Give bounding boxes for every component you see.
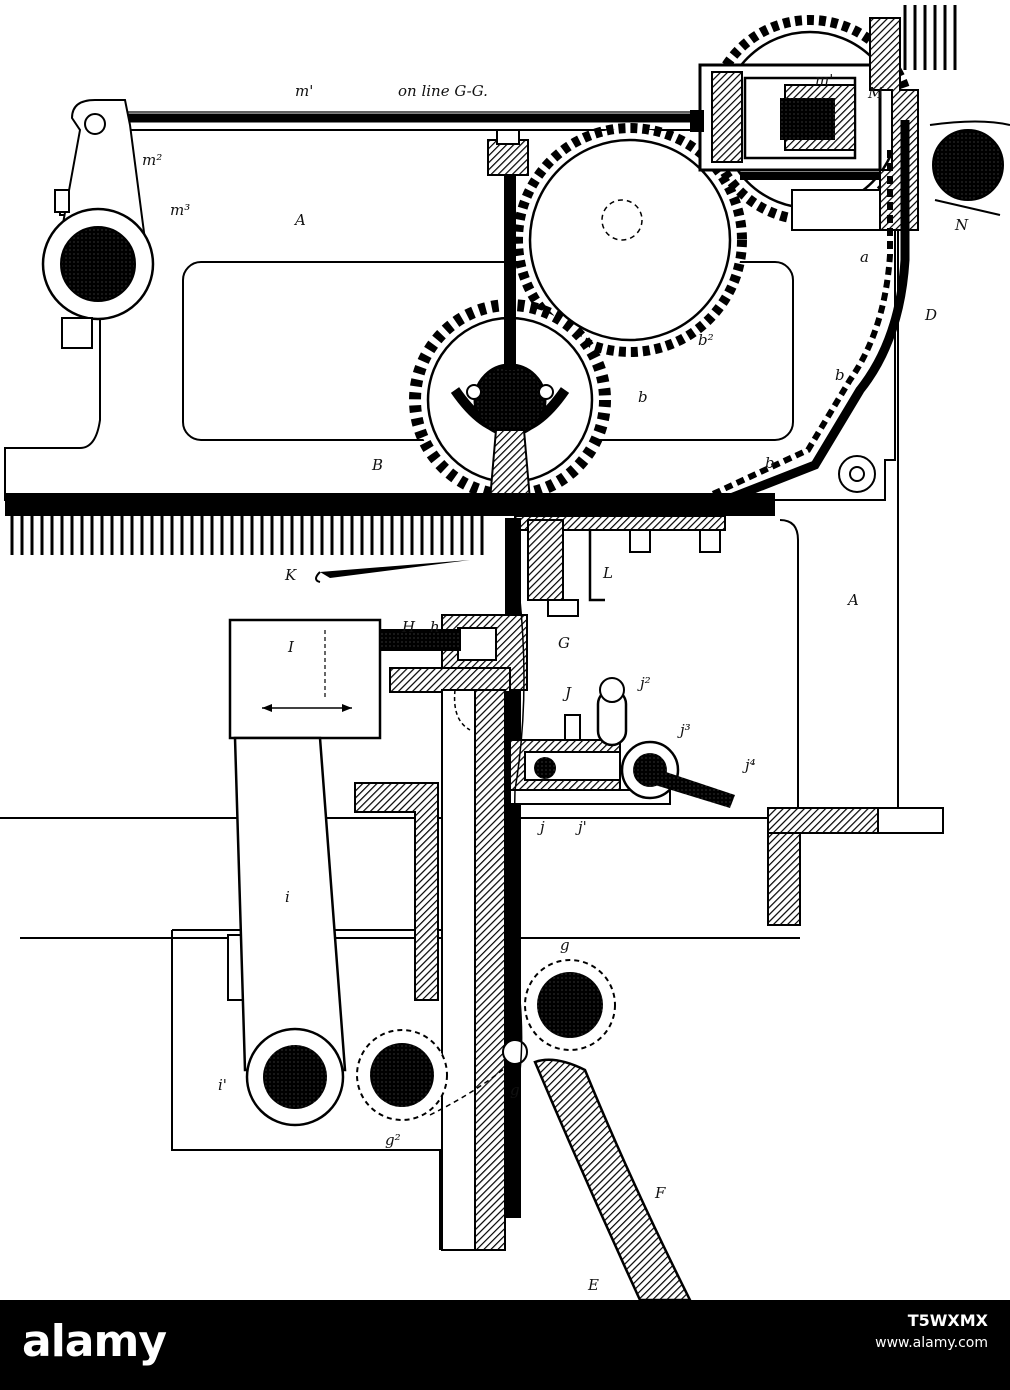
label-b2: b² xyxy=(698,331,714,349)
stock-footer-bar: alamy T5WXMX www.alamy.com xyxy=(0,1300,1010,1390)
vertical-rod xyxy=(504,150,516,370)
comb-teeth-bottom xyxy=(10,516,484,555)
label-b-gear: b xyxy=(638,388,648,406)
labels: m' on line G-G. m² m³ m' M N a D A b² b … xyxy=(142,71,969,1294)
label-K: K xyxy=(284,566,297,584)
label-A-upper: A xyxy=(293,211,306,229)
label-I: I xyxy=(287,638,295,656)
label-i: i xyxy=(285,888,290,906)
label-m1-upper: m' xyxy=(815,71,833,89)
frame-upper-outline xyxy=(4,129,896,501)
label-D: D xyxy=(924,306,937,324)
label-b-upper: b xyxy=(835,366,845,384)
label-A-lower: A xyxy=(846,591,859,609)
shaft-m3 xyxy=(60,226,136,302)
upper-rod-m xyxy=(95,111,700,123)
block-I xyxy=(228,618,382,740)
comb-teeth-top xyxy=(903,5,957,70)
shaft-g2 xyxy=(370,1043,434,1107)
label-E: E xyxy=(587,1276,599,1294)
guide-F xyxy=(533,1058,692,1300)
chain-guide xyxy=(698,120,910,515)
label-j2: j² xyxy=(637,674,651,692)
label-g2: g² xyxy=(385,1131,401,1149)
label-G: G xyxy=(558,634,570,652)
shaft-i-prime xyxy=(263,1045,327,1109)
image-id: T5WXMX xyxy=(907,1311,988,1330)
roller-N xyxy=(932,129,1004,201)
shaft-g xyxy=(537,972,603,1038)
label-M: M xyxy=(867,84,884,102)
site-url: www.alamy.com xyxy=(875,1335,988,1351)
label-m-prime: m' xyxy=(295,82,313,100)
blade-K xyxy=(320,560,470,578)
lever-j4 xyxy=(655,770,735,808)
large-gear-b2 xyxy=(513,123,747,357)
image-id-block: T5WXMX www.alamy.com xyxy=(875,1310,988,1354)
label-j: j xyxy=(537,818,545,836)
label-H: H xyxy=(401,618,416,636)
brand-logo: alamy xyxy=(22,1316,167,1367)
label-g-upper: g xyxy=(560,936,570,954)
gear-b-hub xyxy=(473,363,547,437)
label-j3: j³ xyxy=(677,721,691,739)
bar-links xyxy=(5,493,775,499)
label-g-lower: g xyxy=(510,1081,520,1099)
label-i-prime: i' xyxy=(218,1076,227,1094)
arm-i xyxy=(233,736,347,1072)
label-J: J xyxy=(562,684,572,702)
label-h: h xyxy=(430,618,440,636)
mechanical-diagram: m' on line G-G. m² m³ m' M N a D A b² b … xyxy=(0,5,1010,1300)
label-j4: j⁴ xyxy=(742,756,756,774)
label-a: a xyxy=(860,248,869,266)
label-B: B xyxy=(371,456,383,474)
horizontal-bar-B xyxy=(5,500,775,516)
label-b-lower: b xyxy=(765,454,775,472)
label-m2: m² xyxy=(142,151,162,169)
label-title-note: on line G-G. xyxy=(398,82,488,100)
frame-lower-outline xyxy=(779,130,899,809)
label-m3: m³ xyxy=(170,201,190,219)
label-j-prime: j' xyxy=(575,818,587,836)
label-N: N xyxy=(954,216,969,234)
label-L: L xyxy=(602,564,613,582)
bracket-L xyxy=(354,782,439,1001)
label-F: F xyxy=(654,1184,666,1202)
wire xyxy=(513,599,525,1101)
